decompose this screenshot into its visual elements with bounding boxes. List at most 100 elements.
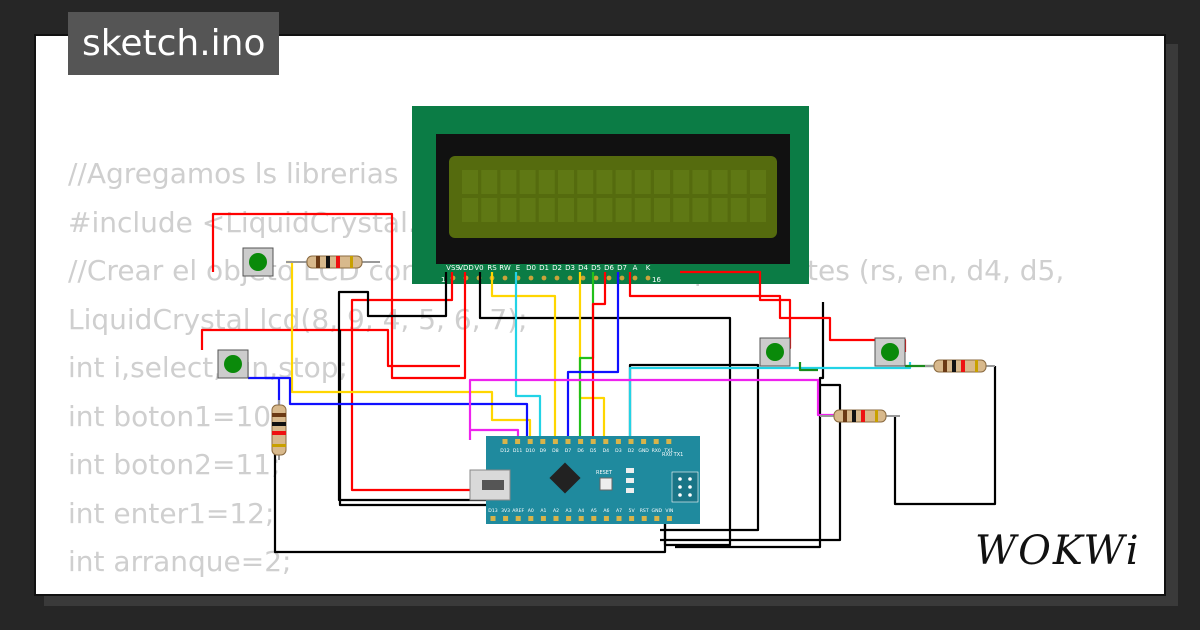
lcd-pin-label-vdd: VDD xyxy=(458,264,474,272)
lcd-char-cell xyxy=(481,198,498,222)
microcontroller-chip xyxy=(549,462,581,494)
rx0tx1-label: RX0 TX1 xyxy=(662,452,683,458)
arduino-board xyxy=(486,436,700,524)
lcd-char-cell xyxy=(500,170,517,194)
resistor-4[interactable] xyxy=(925,359,995,373)
wire-cyan-e xyxy=(514,272,542,440)
wire-green-d5 xyxy=(578,272,595,440)
card-shadow-bottom xyxy=(44,596,1178,606)
lcd-pin-hole xyxy=(606,275,612,281)
lcd-pin-label-d0: D0 xyxy=(526,264,536,272)
nano-bottom-pin-label: 3V3 xyxy=(501,508,510,514)
lcd-char-cell xyxy=(615,198,632,222)
pushbutton-4[interactable] xyxy=(874,337,906,367)
pushbutton-2[interactable] xyxy=(217,349,249,379)
nano-top-pin-label: D8 xyxy=(552,448,559,454)
led-tx xyxy=(626,478,634,483)
nano-top-pin-label: D7 xyxy=(565,448,572,454)
nano-top-pin xyxy=(666,439,672,444)
wire-magenta xyxy=(468,378,835,440)
icsp-pins xyxy=(678,477,692,497)
lcd-pin-hole xyxy=(567,275,573,281)
wire-black-button-right xyxy=(675,302,825,549)
lcd-pin-hole xyxy=(632,275,638,281)
nano-bottom-pin-label: A5 xyxy=(591,508,597,514)
wire-red-button1 xyxy=(211,212,467,380)
nano-top-pin-label: D4 xyxy=(603,448,610,454)
nano-bottom-pin xyxy=(641,516,647,521)
nano-top-pin-label: RX0 xyxy=(652,448,661,454)
lcd-char-cell xyxy=(596,170,613,194)
lcd-char-cell xyxy=(634,198,651,222)
lcd-char-cell xyxy=(730,170,747,194)
lcd-pin-label-a: A xyxy=(633,264,638,272)
wire-cyan-right xyxy=(628,362,912,440)
lcd-pin-label-d7: D7 xyxy=(617,264,627,272)
resistor-3[interactable] xyxy=(820,409,900,423)
nano-bottom-pin-label: A2 xyxy=(553,508,559,514)
nano-bottom-pin xyxy=(490,516,496,521)
lcd-char-cell xyxy=(673,198,690,222)
resistor-1[interactable] xyxy=(286,255,380,269)
nano-top-pin xyxy=(603,439,609,444)
lcd-pin-label-k: K xyxy=(646,264,651,272)
wire-black-bottom xyxy=(273,450,667,554)
nano-bottom-pin xyxy=(616,516,622,521)
pushbutton-3[interactable] xyxy=(759,337,791,367)
lcd-pin-label-d3: D3 xyxy=(565,264,575,272)
lcd-pin-hole xyxy=(554,275,560,281)
nano-bottom-pin xyxy=(528,516,534,521)
lcd-char-cell xyxy=(711,170,728,194)
resistor-2[interactable] xyxy=(271,400,287,460)
lcd-pin-hole xyxy=(619,275,625,281)
pushbutton-1[interactable] xyxy=(242,247,274,277)
lcd-pin-label-vss: VSS xyxy=(446,264,460,272)
nano-top-pin xyxy=(641,439,647,444)
lcd-pin-hole xyxy=(645,275,651,281)
lcd-char-cell xyxy=(462,198,478,222)
lcd-char-cell xyxy=(577,170,594,194)
reset-button[interactable] xyxy=(599,477,613,491)
lcd-pin-hole xyxy=(593,275,599,281)
led-on xyxy=(626,488,634,493)
lcd-char-cell xyxy=(538,198,555,222)
nano-top-pin xyxy=(628,439,634,444)
nano-top-pin xyxy=(540,439,546,444)
nano-bottom-pin-label: A0 xyxy=(528,508,534,514)
lcd-pin-hole xyxy=(502,275,508,281)
lcd-char-cell xyxy=(519,170,536,194)
nano-bottom-pin-label: A4 xyxy=(578,508,584,514)
lcd-character-grid xyxy=(462,170,766,222)
led-rx xyxy=(626,468,634,473)
sketch-tab[interactable]: sketch.ino xyxy=(68,12,280,75)
lcd-pin-label-rw: RW xyxy=(499,264,511,272)
nano-top-pin xyxy=(515,439,521,444)
nano-top-pin xyxy=(615,439,621,444)
nano-top-pin xyxy=(527,439,533,444)
nano-bottom-pin xyxy=(566,516,572,521)
wire-black-res-right xyxy=(893,366,997,506)
lcd-char-cell xyxy=(596,198,613,222)
lcd-char-cell xyxy=(750,170,766,194)
lcd-char-cell xyxy=(558,170,574,194)
nano-bottom-pin-label: A7 xyxy=(616,508,622,514)
nano-top-pin-label: TX1 xyxy=(663,448,673,454)
nano-bottom-pin-label: D13 xyxy=(488,508,497,514)
usb-port-inner xyxy=(482,480,504,490)
lcd-char-cell xyxy=(730,198,747,222)
nano-top-pin-label: D9 xyxy=(540,448,547,454)
code-line: int boton1=10; xyxy=(68,399,281,433)
nano-bottom-pin-label: VIN xyxy=(665,508,673,514)
lcd-char-cell xyxy=(654,170,670,194)
nano-top-pin xyxy=(552,439,558,444)
lcd-char-cell xyxy=(750,198,766,222)
nano-bottom-pin xyxy=(654,516,660,521)
icsp-header xyxy=(671,471,699,503)
nano-bottom-pin xyxy=(515,516,521,521)
nano-top-pin xyxy=(502,439,508,444)
nano-top-pin xyxy=(653,439,659,444)
lcd-char-cell xyxy=(577,198,594,222)
